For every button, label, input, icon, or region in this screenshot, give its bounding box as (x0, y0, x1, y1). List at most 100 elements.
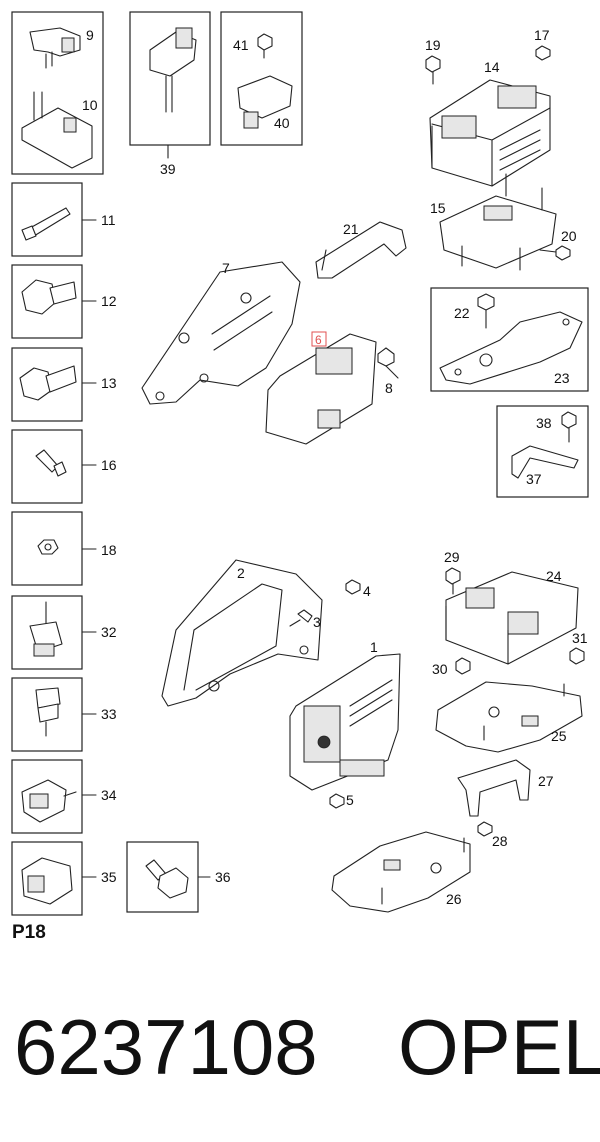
part-number: 6237108 (14, 1003, 318, 1091)
label-17: 17 (534, 27, 550, 43)
bolt-long-icon (21, 207, 71, 241)
part-bracket-21[interactable]: 21 (315, 221, 407, 279)
part-nut-28[interactable]: 28 (477, 821, 508, 849)
plate-23-icon (439, 311, 583, 385)
label-32: 32 (101, 624, 117, 640)
screw-small-icon (35, 449, 67, 477)
part-plate-26[interactable]: 26 (331, 831, 471, 913)
part-box-35[interactable]: 35 (11, 841, 117, 916)
label-19: 19 (425, 37, 441, 53)
label-14: 14 (484, 59, 500, 75)
label-31: 31 (572, 630, 588, 646)
part-box-18[interactable]: 18 (11, 511, 117, 586)
label-8: 8 (385, 380, 393, 396)
label-6: 6 (315, 333, 322, 347)
label-2: 2 (237, 565, 245, 581)
part-box-12[interactable]: 12 (11, 264, 117, 339)
part-bolt-29[interactable]: 29 (444, 549, 461, 595)
label-15: 15 (430, 200, 446, 216)
part-nut-5[interactable]: 5 (329, 792, 354, 809)
part-box-37-38[interactable]: 38 37 (496, 405, 589, 498)
part-bracket-15[interactable]: 15 (430, 173, 557, 271)
map-sensor-icon (29, 27, 81, 69)
label-11: 11 (101, 212, 116, 228)
label-41: 41 (233, 37, 249, 53)
sensor-34-icon (21, 779, 77, 823)
part-screw-3[interactable]: 3 (289, 609, 321, 630)
clip-37-icon (511, 445, 579, 479)
label-5: 5 (346, 792, 354, 808)
part-nut-4[interactable]: 4 (345, 579, 371, 599)
sensor-36-icon (145, 859, 189, 899)
label-10: 10 (82, 97, 98, 113)
pressure-sensor-39-icon (149, 27, 197, 113)
part-ecu-24[interactable]: 24 (445, 568, 579, 665)
sensor-32-icon (29, 601, 63, 657)
part-bolt-8[interactable]: 8 (377, 347, 399, 396)
label-1: 1 (370, 639, 378, 655)
label-35: 35 (101, 869, 117, 885)
part-bracket-2[interactable]: 2 (161, 559, 323, 707)
part-box-9-10[interactable]: 9 10 (11, 11, 104, 175)
label-9: 9 (86, 27, 94, 43)
part-box-34[interactable]: 34 (11, 759, 117, 834)
part-ecu-6[interactable]: 6 (265, 331, 377, 445)
part-ecu-1[interactable]: 1 (289, 639, 401, 791)
bolt-medium-icon (19, 365, 77, 401)
part-bolt-30[interactable]: 30 (432, 657, 471, 677)
bolt-41-icon (257, 33, 273, 59)
highlight-box-6 (311, 331, 327, 347)
part-nut-17[interactable]: 17 (534, 27, 551, 61)
label-20: 20 (561, 228, 577, 244)
label-36: 36 (215, 869, 231, 885)
part-nut-20[interactable]: 20 (539, 228, 577, 261)
page-code: P18 (12, 922, 46, 943)
label-21: 21 (343, 221, 359, 237)
part-box-11[interactable]: 11 (11, 182, 116, 257)
sensor-35-icon (21, 857, 73, 905)
label-3: 3 (313, 614, 321, 630)
part-box-36[interactable]: 36 (126, 841, 231, 913)
part-plate-25[interactable]: 25 (435, 681, 583, 753)
part-ecu-14[interactable]: 14 (429, 59, 551, 187)
label-28: 28 (492, 833, 508, 849)
label-23: 23 (554, 370, 570, 386)
part-bolt-31[interactable]: 31 (569, 630, 588, 665)
label-16: 16 (101, 457, 117, 473)
part-box-39[interactable]: 39 (129, 11, 211, 177)
label-27: 27 (538, 773, 554, 789)
label-24: 24 (546, 568, 562, 584)
part-box-22-23[interactable]: 22 23 (430, 287, 589, 392)
label-39: 39 (160, 161, 176, 177)
bolt-38-icon (561, 411, 577, 443)
label-26: 26 (446, 891, 462, 907)
bolt-22-icon (477, 293, 495, 329)
label-22: 22 (454, 305, 470, 321)
nut-icon (37, 539, 59, 555)
label-25: 25 (551, 728, 567, 744)
label-34: 34 (101, 787, 117, 803)
label-40: 40 (274, 115, 290, 131)
label-18: 18 (101, 542, 117, 558)
label-29: 29 (444, 549, 460, 565)
part-box-32[interactable]: 32 (11, 595, 117, 670)
label-38: 38 (536, 415, 552, 431)
label-13: 13 (101, 375, 117, 391)
part-bracket-27[interactable]: 27 (457, 759, 554, 817)
label-33: 33 (101, 706, 117, 722)
part-box-33[interactable]: 33 (11, 677, 117, 752)
label-7: 7 (222, 260, 230, 276)
part-bolt-19[interactable]: 19 (425, 37, 441, 85)
part-box-16[interactable]: 16 (11, 429, 117, 504)
bolt-hex-icon (21, 279, 77, 315)
part-box-13[interactable]: 13 (11, 347, 117, 422)
sensor-40-icon (237, 75, 293, 129)
brand-name: OPEL (398, 1003, 600, 1091)
sensor-33-icon (35, 687, 61, 737)
label-30: 30 (432, 661, 448, 677)
label-12: 12 (101, 293, 117, 309)
part-box-40-41[interactable]: 41 40 (220, 11, 303, 146)
part-bracket-7[interactable]: 7 (141, 260, 301, 405)
label-37: 37 (526, 471, 542, 487)
